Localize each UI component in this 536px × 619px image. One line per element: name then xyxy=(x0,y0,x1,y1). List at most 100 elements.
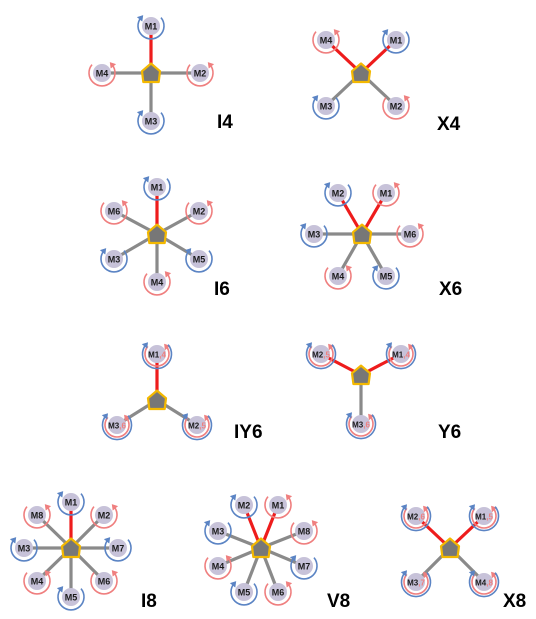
rotation-arc-2-1-0 xyxy=(185,202,213,225)
arrow-cw-icon xyxy=(44,570,52,577)
motor-i8-2: M2 xyxy=(90,504,119,529)
motor-disc xyxy=(142,112,160,130)
arrow-cw-icon xyxy=(285,494,293,501)
rotation-arc-4-1-0 xyxy=(184,416,210,438)
rotation-arc-6-2-0 xyxy=(10,539,38,562)
motor-i6-5: M5 xyxy=(184,248,213,273)
motor-label-coax-suffix: ,5 xyxy=(323,351,330,360)
motor-label-number: M3 xyxy=(352,421,364,430)
motor-disc xyxy=(95,506,113,524)
flight-controller-icon xyxy=(140,62,162,84)
motor-disc xyxy=(387,97,405,115)
motor-label-coax-suffix: ,8 xyxy=(486,579,493,588)
arrow-ccw-icon xyxy=(229,494,237,501)
arrow-ccw-icon xyxy=(385,342,392,349)
motor-label-number: M2 xyxy=(188,422,200,431)
frame-caption-iy6: IY6 xyxy=(234,422,263,443)
rotation-arc-2-4-0 xyxy=(185,250,213,273)
rotation-arc-1-3-0 xyxy=(312,31,340,54)
motor-label-number: M4 xyxy=(212,562,225,572)
motor-disc xyxy=(387,31,405,49)
motor-v8-4: M4 xyxy=(204,555,233,580)
motor-label: M1 xyxy=(145,22,158,32)
motor-disc xyxy=(188,416,206,434)
arrow-cw-icon xyxy=(44,504,52,511)
motor-label: M1 xyxy=(151,183,164,193)
motor-label-number: M4 xyxy=(475,579,487,588)
arrow-ccw-icon xyxy=(181,413,188,420)
rotation-arc-0-0-0 xyxy=(137,17,165,40)
motor-disc xyxy=(407,573,425,591)
arrow-cw-icon xyxy=(111,504,119,511)
motor-x6-6: M6 xyxy=(396,223,425,248)
frame-x8: M1,5 M2,6M3,7 M4,8 xyxy=(400,504,500,598)
motor-disc xyxy=(407,507,425,525)
motor-i8-8: M8 xyxy=(23,504,52,529)
motor-label-coax-suffix: ,5 xyxy=(486,513,493,522)
rotation-arc-8-3-0 xyxy=(471,573,497,595)
rotation-arc-7-2-0 xyxy=(204,522,232,545)
motor-label: M3,7 xyxy=(407,579,425,588)
arrow-ccw-icon xyxy=(203,520,211,527)
motor-disc xyxy=(392,345,410,363)
motor-disc xyxy=(377,267,395,285)
rotation-arc-3-4-0 xyxy=(372,267,400,290)
motor-label: M1,4 xyxy=(148,351,166,360)
motor-label-number: M2 xyxy=(332,189,345,199)
motor-label-number: M1 xyxy=(145,22,158,32)
rotation-arc-7-1-0 xyxy=(230,496,258,519)
motor-label: M3 xyxy=(320,102,333,112)
motor-label-number: M1 xyxy=(148,351,160,360)
rotation-arc-5-2-0 xyxy=(348,415,374,437)
motor-label: M2 xyxy=(193,207,206,217)
rotation-arc-2-0-0 xyxy=(143,178,171,201)
rotation-arc-1-2-0 xyxy=(312,97,340,120)
motor-label: M2 xyxy=(238,501,251,511)
motor-i8-1: M1 xyxy=(56,491,85,516)
motor-disc xyxy=(235,496,253,514)
rotation-arc-8-0-1 xyxy=(468,506,500,532)
motor-disc xyxy=(62,588,80,606)
motor-label: M4 xyxy=(151,278,164,288)
motor-disc xyxy=(15,539,33,557)
motor-x8-2: M2,6 xyxy=(400,504,432,532)
arrow-cw-icon xyxy=(109,62,117,69)
motor-disc xyxy=(295,522,313,540)
arrow-ccw-icon xyxy=(400,504,407,511)
motor-label: M5 xyxy=(380,272,393,282)
motor-label-number: M3 xyxy=(145,117,158,127)
motor-label: M6 xyxy=(404,230,417,240)
arrow-cw-icon xyxy=(393,182,401,189)
motor-disc xyxy=(148,273,166,291)
motor-disc xyxy=(475,507,493,525)
rotation-arc-0-2-0 xyxy=(137,112,165,135)
motor-label: M6 xyxy=(98,577,111,587)
motor-v8-5: M5 xyxy=(229,581,258,606)
motor-label-number: M3 xyxy=(108,255,121,265)
arrow-ccw-icon xyxy=(371,265,379,272)
motor-i4-4: M4 xyxy=(88,62,117,87)
arrow-ccw-icon xyxy=(136,15,144,22)
frame-caption-x6: X6 xyxy=(439,279,463,300)
motor-v8-8: M8 xyxy=(290,520,319,545)
rotation-arc-3-3-0 xyxy=(324,267,352,290)
rotation-arc-4-0-0 xyxy=(144,345,170,367)
rotation-arc-1-1-0 xyxy=(382,97,410,120)
motor-i6-4: M4 xyxy=(143,271,172,296)
arrow-ccw-icon xyxy=(56,491,64,498)
rotation-arc-3-5-0 xyxy=(396,225,424,248)
arrow-ccw-icon xyxy=(323,182,331,189)
motor-label: M3 xyxy=(18,544,31,554)
motor-label: M2,6 xyxy=(407,513,425,522)
motor-label-coax-suffix: ,6 xyxy=(119,422,126,431)
motor-label-number: M8 xyxy=(31,511,44,521)
motor-label: M1,5 xyxy=(475,513,493,522)
motor-disc xyxy=(28,572,46,590)
frame-caption-y6: Y6 xyxy=(438,422,462,443)
rotation-arc-6-6-0 xyxy=(104,539,132,562)
arrow-ccw-icon xyxy=(311,95,319,102)
arrow-ccw-icon xyxy=(299,223,307,230)
